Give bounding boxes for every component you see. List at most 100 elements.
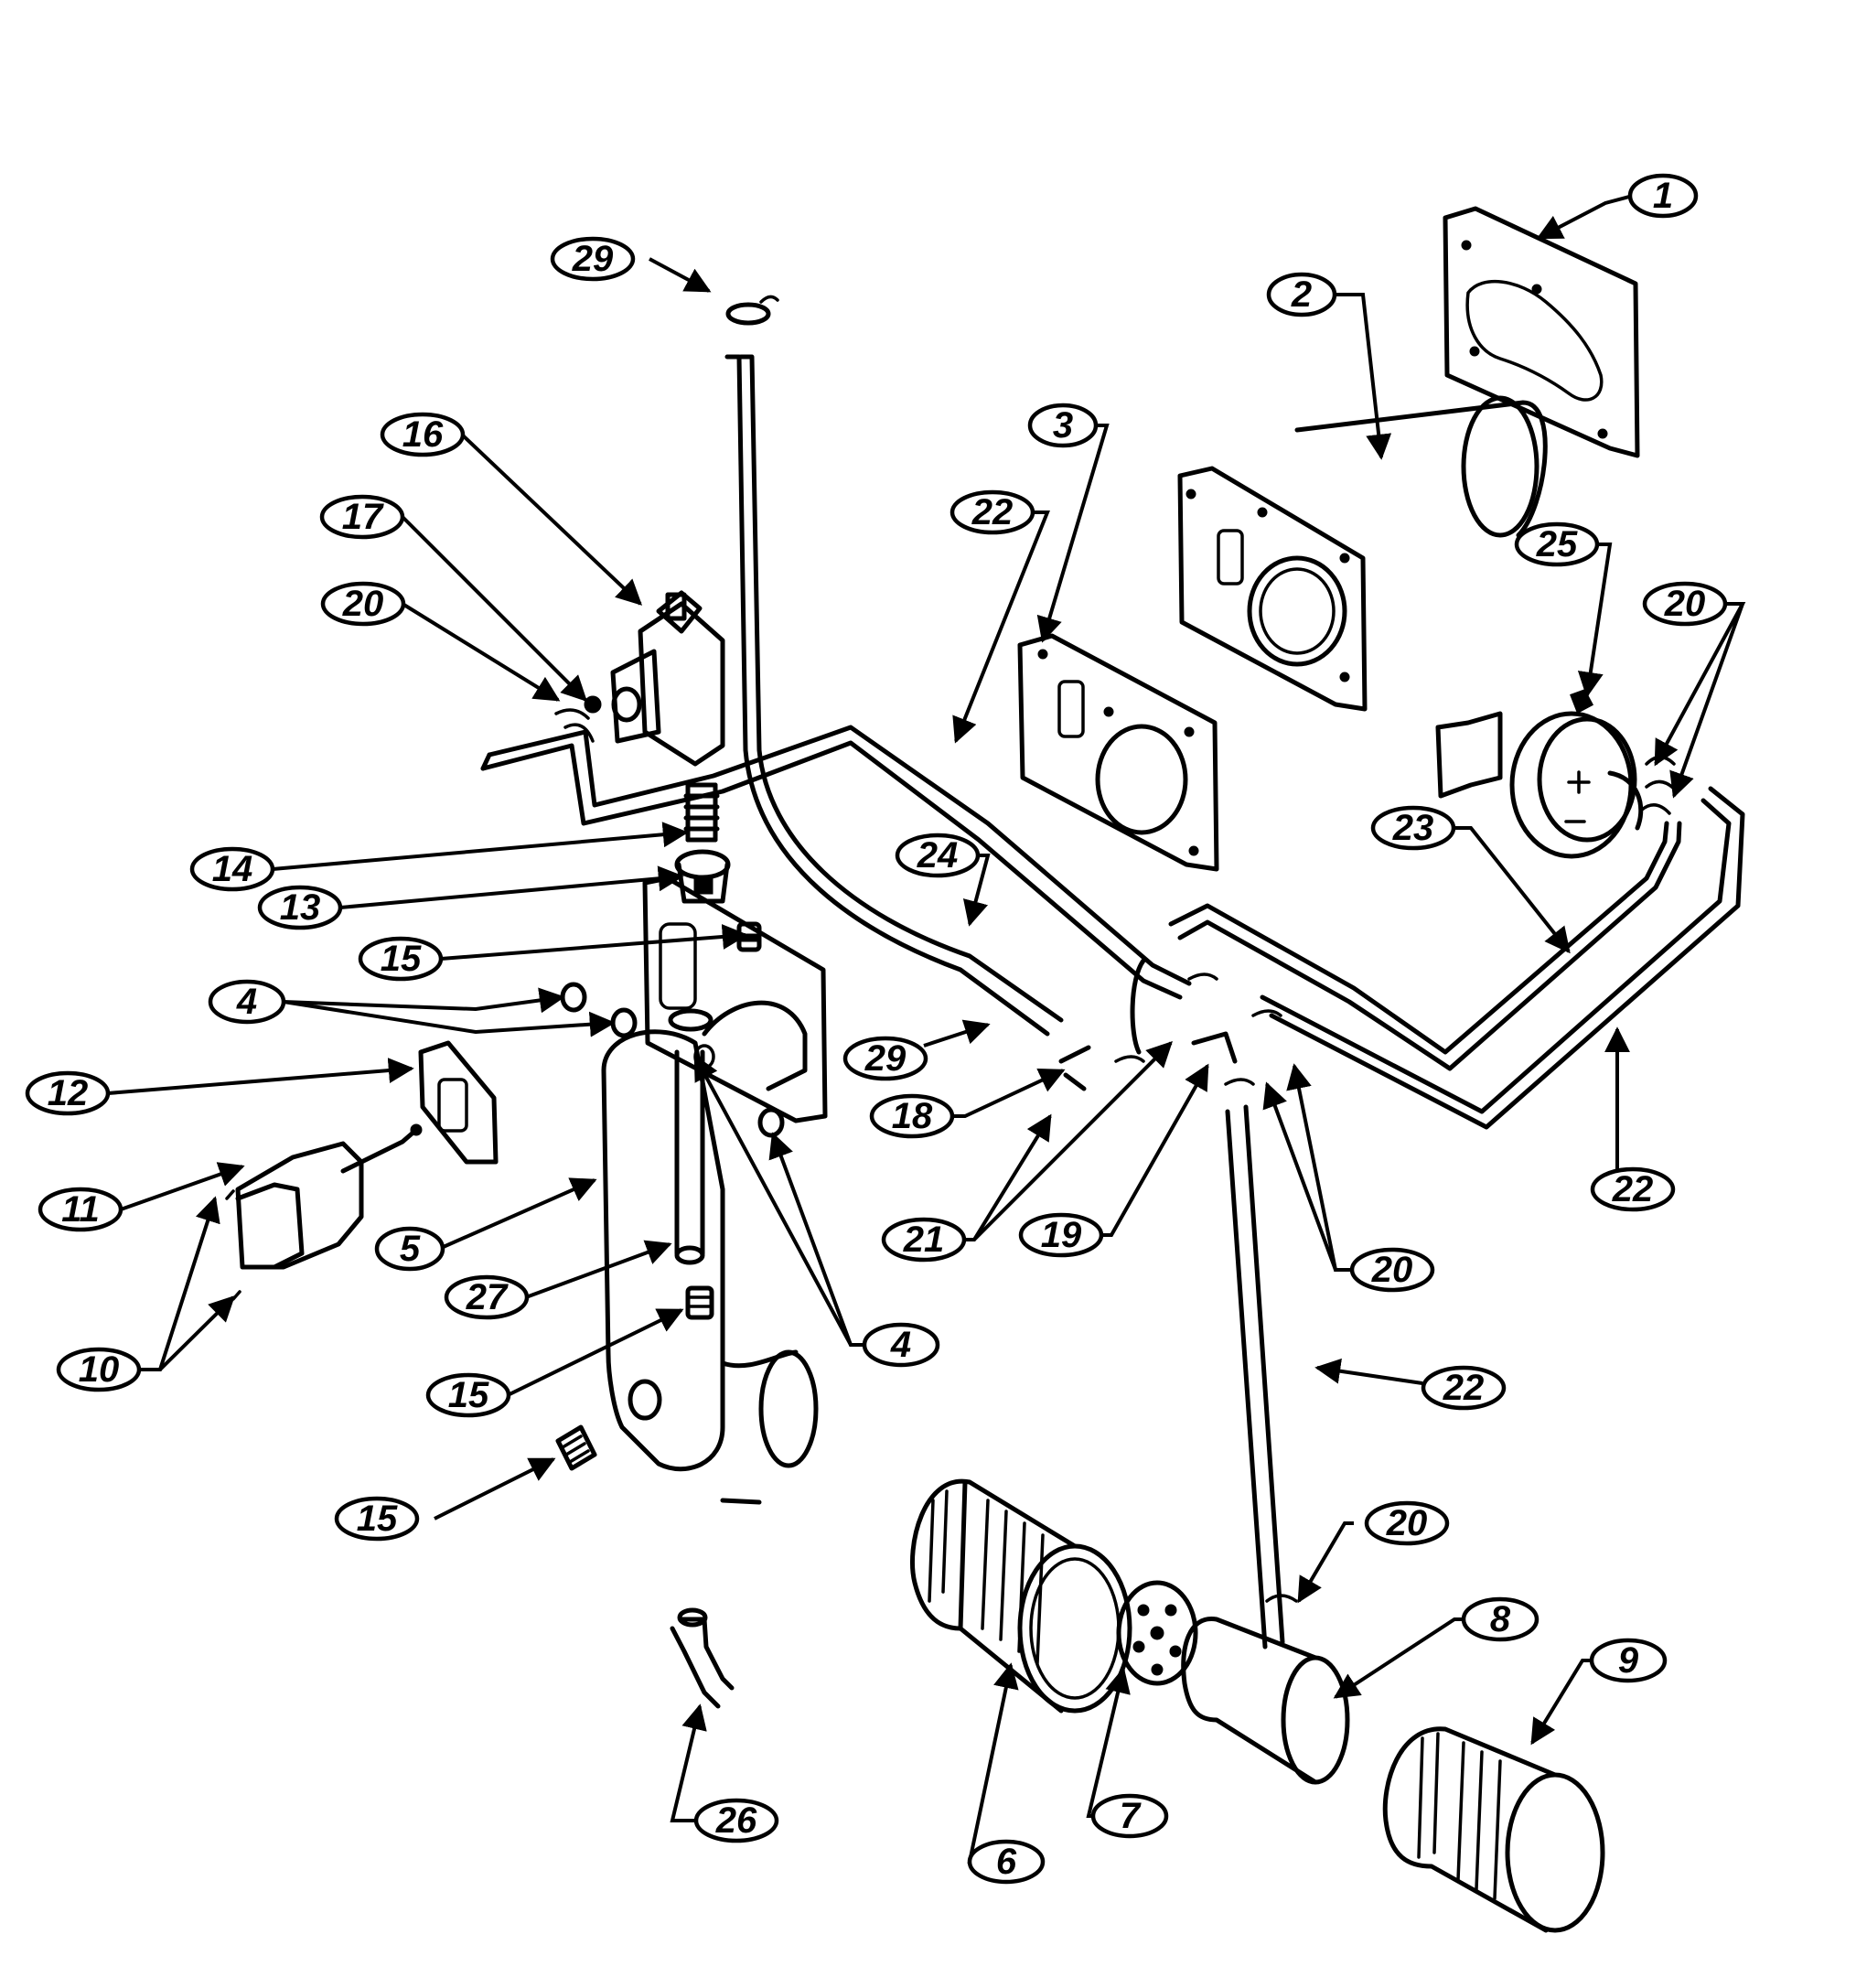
callout-22c-label: 22 [1443, 1368, 1485, 1408]
callout-10-label: 10 [79, 1349, 120, 1390]
callout-23-label: 23 [1392, 808, 1434, 848]
callout-19: 19 [1018, 1212, 1104, 1258]
callout-20b: 20 [1642, 581, 1728, 627]
callout-20b-label: 20 [1664, 584, 1706, 624]
callout-3-label: 3 [1053, 405, 1073, 446]
part-20-clip-motor [1640, 755, 1676, 815]
callout-27: 27 [444, 1274, 530, 1320]
callout-15c-label: 15 [357, 1499, 398, 1539]
callout-25: 25 [1514, 521, 1600, 567]
callout-22b: 22 [1590, 1166, 1676, 1212]
callout-26-label: 26 [715, 1800, 757, 1841]
part-5-manifold [601, 876, 828, 1505]
callout-16: 16 [380, 412, 466, 457]
part-20-clip-lower [1265, 1594, 1298, 1603]
callout-26: 26 [693, 1798, 779, 1843]
callout-20c-label: 20 [1371, 1250, 1413, 1290]
callout-20a: 20 [320, 581, 406, 627]
part-2-housing [1177, 395, 1548, 712]
callout-3: 3 [1027, 403, 1099, 448]
callout-11: 11 [38, 1187, 123, 1232]
part-18-19-21-20-tees [1058, 973, 1282, 1091]
part-12-gasket [418, 1040, 499, 1165]
callout-20a-label: 20 [342, 584, 384, 624]
callout-29a: 29 [550, 236, 636, 282]
part-6-filter [910, 1478, 1132, 1714]
part-9-filter [1382, 1726, 1605, 1933]
callout-5-label: 5 [400, 1229, 421, 1269]
callout-15b: 15 [425, 1372, 511, 1418]
callout-24-label: 24 [917, 835, 959, 876]
part-1-gasket [1443, 206, 1640, 458]
callout-8-label: 8 [1490, 1599, 1511, 1639]
part-13-fitting [674, 849, 731, 904]
callout-21-label: 21 [903, 1220, 945, 1260]
callout-29b-label: 29 [864, 1038, 907, 1079]
callout-1-label: 1 [1653, 176, 1673, 216]
part-22-tube-b [1260, 786, 1745, 1130]
part-22-tube-a [480, 725, 1192, 1000]
callout-16-label: 16 [402, 414, 444, 455]
callout-20c: 20 [1349, 1247, 1435, 1293]
callout-4b: 4 [862, 1322, 940, 1368]
callout-25-label: 25 [1536, 524, 1578, 564]
part-15-fitting-c [555, 1424, 597, 1471]
callout-9-label: 9 [1618, 1640, 1639, 1681]
callout-29b: 29 [842, 1036, 928, 1081]
callout-15b-label: 15 [448, 1375, 489, 1415]
part-16-valve [610, 590, 725, 767]
callout-18-label: 18 [892, 1096, 933, 1136]
callout-15a: 15 [358, 936, 444, 982]
callout-27-label: 27 [466, 1277, 509, 1317]
callout-22a: 22 [949, 489, 1035, 535]
callout-19-label: 19 [1041, 1215, 1082, 1255]
callout-12-label: 12 [48, 1073, 89, 1113]
callout-4b-label: 4 [890, 1325, 911, 1365]
callout-7: 7 [1090, 1793, 1169, 1839]
callout-7-label: 7 [1120, 1796, 1142, 1836]
callout-23: 23 [1370, 805, 1456, 851]
callout-4a-label: 4 [236, 982, 257, 1022]
callout-1: 1 [1627, 173, 1699, 219]
part-8-cylinder [1181, 1617, 1350, 1785]
callout-2: 2 [1266, 272, 1337, 317]
callout-21: 21 [881, 1217, 967, 1263]
callout-8: 8 [1461, 1596, 1540, 1642]
part-29-hose [724, 295, 1064, 1037]
callout-18: 18 [869, 1093, 955, 1139]
callout-9: 9 [1589, 1638, 1668, 1683]
callout-13-label: 13 [280, 887, 321, 928]
part-26-elbow [670, 1607, 735, 1709]
callout-15a-label: 15 [381, 939, 422, 979]
part-11-solenoid [235, 1123, 423, 1270]
callout-4a: 4 [208, 979, 286, 1025]
callout-22c: 22 [1421, 1365, 1507, 1411]
callout-14: 14 [189, 846, 275, 892]
callout-22b-label: 22 [1612, 1169, 1654, 1209]
part-27-tube [674, 1049, 705, 1265]
callout-6: 6 [967, 1839, 1046, 1885]
callout-13: 13 [257, 885, 343, 930]
callout-17-label: 17 [342, 497, 384, 537]
part-20-clip-valve [554, 695, 602, 743]
callout-12: 12 [25, 1070, 111, 1116]
callout-20d: 20 [1364, 1500, 1450, 1546]
callout-5: 5 [374, 1226, 445, 1272]
part-23-tube [1130, 821, 1682, 1071]
callout-2-label: 2 [1291, 274, 1312, 315]
callout-29a-label: 29 [572, 239, 614, 279]
callout-15c: 15 [334, 1496, 420, 1542]
callout-24: 24 [895, 833, 981, 878]
callout-6-label: 6 [996, 1842, 1017, 1882]
callout-11-label: 11 [61, 1189, 100, 1230]
part-3-gasket [1017, 633, 1219, 872]
callout-22a-label: 22 [971, 492, 1014, 532]
part-7-disc [1116, 1580, 1198, 1686]
part-22-tube-c [1225, 1104, 1285, 1650]
callout-14-label: 14 [212, 849, 253, 889]
callout-10: 10 [56, 1347, 142, 1392]
callout-20d-label: 20 [1386, 1503, 1428, 1543]
callout-17: 17 [319, 494, 405, 540]
part-15-fitting-b [685, 1285, 714, 1320]
